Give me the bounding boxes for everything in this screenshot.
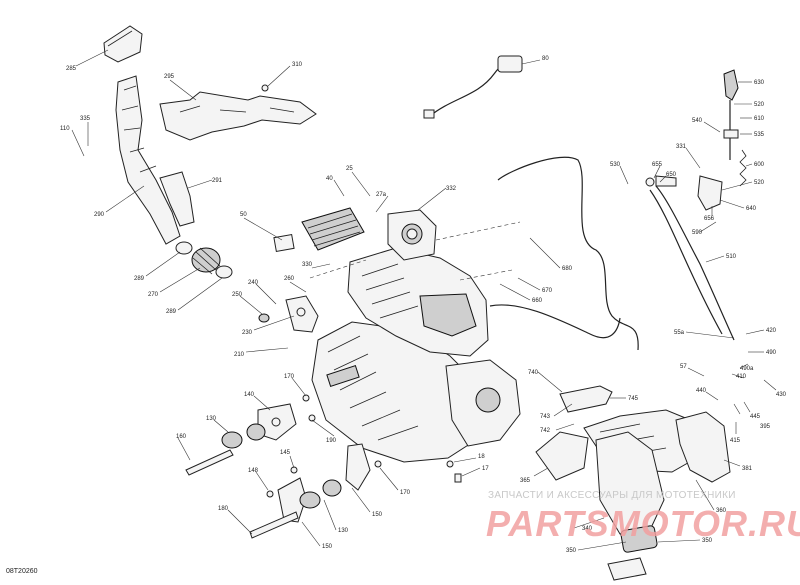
- callout-490a: 490a: [740, 366, 754, 372]
- callout-285: 285: [66, 66, 77, 72]
- callout-190: 190: [326, 438, 337, 444]
- callout-440: 440: [696, 388, 707, 394]
- document-code: 08T20260: [6, 568, 38, 575]
- callout-740: 740: [528, 370, 539, 376]
- callout-130: 130: [206, 416, 217, 422]
- leader-lines: [71, 49, 777, 551]
- callout-55a: 55a: [674, 330, 685, 336]
- callout-150: 150: [322, 544, 333, 550]
- callout-295: 295: [164, 74, 175, 80]
- watermark-logo: PARTSMOTOR.RU: [486, 503, 800, 544]
- callout-365: 365: [520, 478, 531, 484]
- callout-310: 310: [292, 62, 303, 68]
- callout-381: 381: [742, 466, 753, 472]
- callout-18: 18: [478, 454, 485, 460]
- callout-630: 630: [754, 80, 765, 86]
- callout-170: 170: [400, 490, 411, 496]
- callout-180: 180: [218, 506, 229, 512]
- callout-510: 510: [726, 254, 737, 260]
- callout-610: 610: [754, 116, 765, 122]
- callout-410: 410: [736, 374, 747, 380]
- throttle-pedal-assembly: [645, 69, 747, 211]
- callout-520: 520: [754, 180, 765, 186]
- callout-650: 650: [666, 172, 677, 178]
- callout-395: 395: [760, 424, 771, 430]
- callout-445: 445: [750, 414, 761, 420]
- callout-335: 335: [80, 116, 91, 122]
- watermark-caption: ЗАПЧАСТИ И АКСЕССУАРЫ ДЛЯ МОТОТЕХНИКИ: [488, 490, 736, 501]
- callout-230: 230: [242, 330, 253, 336]
- callout-270: 270: [148, 292, 159, 298]
- callout-290: 290: [94, 212, 105, 218]
- callout-655: 655: [652, 162, 663, 168]
- air-intake-assembly: [103, 25, 233, 279]
- callout-289: 289: [166, 309, 177, 315]
- callout-420: 420: [766, 328, 777, 334]
- heat-shield: [159, 84, 317, 141]
- callout-530: 530: [610, 162, 621, 168]
- callout-430: 430: [776, 392, 787, 398]
- callout-670: 670: [542, 288, 553, 294]
- callout-332: 332: [446, 186, 457, 192]
- callout-150: 150: [372, 512, 383, 518]
- callout-490: 490: [766, 350, 777, 356]
- callout-415: 415: [730, 438, 741, 444]
- callout-25: 25: [346, 166, 353, 172]
- wiring-and-cables: [309, 55, 735, 351]
- callout-350: 350: [566, 548, 577, 554]
- callout-57: 57: [680, 364, 687, 370]
- callout-340: 340: [582, 526, 593, 532]
- callout-148: 148: [248, 468, 259, 474]
- callout-330: 330: [302, 262, 313, 268]
- callout-660: 660: [532, 298, 543, 304]
- callout-110: 110: [60, 126, 70, 132]
- callout-520: 520: [754, 102, 765, 108]
- callout-600: 600: [754, 162, 765, 168]
- callout-260: 260: [284, 276, 295, 282]
- callout-27a: 27a: [376, 192, 387, 198]
- engine-block: [258, 207, 521, 463]
- callout-656: 656: [704, 216, 715, 222]
- callout-360: 360: [716, 508, 727, 514]
- callout-130: 130: [338, 528, 349, 534]
- callout-745: 745: [628, 396, 639, 402]
- callout-240: 240: [248, 280, 259, 286]
- callout-350: 350: [702, 538, 713, 544]
- callout-640: 640: [746, 206, 757, 212]
- callout-742: 742: [540, 428, 551, 434]
- callout-17: 17: [482, 466, 489, 472]
- callout-140: 140: [244, 392, 255, 398]
- callout-170: 170: [284, 374, 295, 380]
- callout-535: 535: [754, 132, 765, 138]
- callout-540: 540: [692, 118, 703, 124]
- exhaust-assembly: [535, 385, 731, 581]
- callout-680: 680: [562, 266, 573, 272]
- callout-50: 50: [240, 212, 247, 218]
- callout-40: 40: [326, 176, 333, 182]
- callout-743: 743: [540, 414, 551, 420]
- callout-160: 160: [176, 434, 187, 440]
- callout-590: 590: [692, 230, 703, 236]
- callout-labels: 285 295 310 335 110 291 290 289 270 289 …: [60, 56, 787, 554]
- callout-80: 80: [542, 56, 549, 62]
- callout-145: 145: [280, 450, 291, 456]
- callout-291: 291: [212, 178, 223, 184]
- callout-250: 250: [232, 292, 243, 298]
- engine-mounts: [185, 394, 462, 539]
- callout-289: 289: [134, 276, 145, 282]
- callout-331: 331: [676, 144, 687, 150]
- callout-210: 210: [234, 352, 245, 358]
